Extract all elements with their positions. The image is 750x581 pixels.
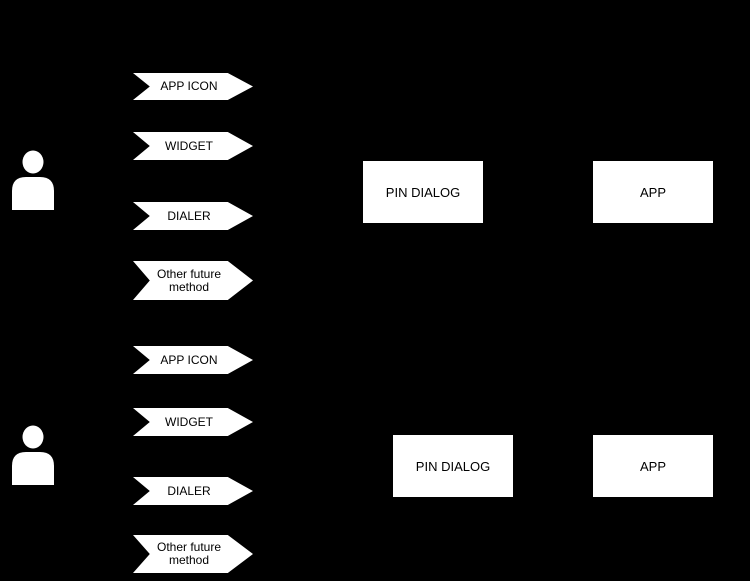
node-label: APP (639, 184, 666, 200)
method-arrow-dialer: DIALER (133, 477, 253, 505)
node-label: PIN DIALOG (385, 184, 461, 200)
node-pin-dialog: PIN DIALOG (363, 161, 483, 223)
person-icon (12, 150, 54, 210)
node-label: PIN DIALOG (415, 458, 491, 474)
method-arrow-label: WIDGET (165, 414, 213, 429)
person-icon-graphic (12, 425, 54, 485)
node-pin-dialog: PIN DIALOG (393, 435, 513, 497)
method-arrow-widget: WIDGET (133, 408, 253, 436)
method-arrow-widget: WIDGET (133, 132, 253, 160)
method-arrow-label: APP ICON (160, 79, 218, 93)
method-arrow-other-future-method: Other future method (133, 261, 253, 300)
method-arrow-label: DIALER (167, 483, 211, 498)
method-arrow-app-icon: APP ICON (133, 73, 253, 100)
method-arrow-other-future-method: Other future method (133, 535, 253, 573)
method-arrow-label: Other future method (156, 266, 222, 294)
method-arrow-app-icon: APP ICON (133, 346, 253, 374)
method-arrow-label: DIALER (167, 208, 211, 223)
node-app: APP (593, 161, 713, 223)
person-icon-graphic (12, 150, 54, 210)
node-label: APP (639, 458, 666, 474)
node-app: APP (593, 435, 713, 497)
person-icon (12, 425, 54, 485)
method-arrow-label: WIDGET (165, 138, 213, 153)
method-arrow-dialer: DIALER (133, 202, 253, 230)
method-arrow-label: Other future method (156, 540, 222, 567)
method-arrow-label: APP ICON (160, 352, 218, 367)
